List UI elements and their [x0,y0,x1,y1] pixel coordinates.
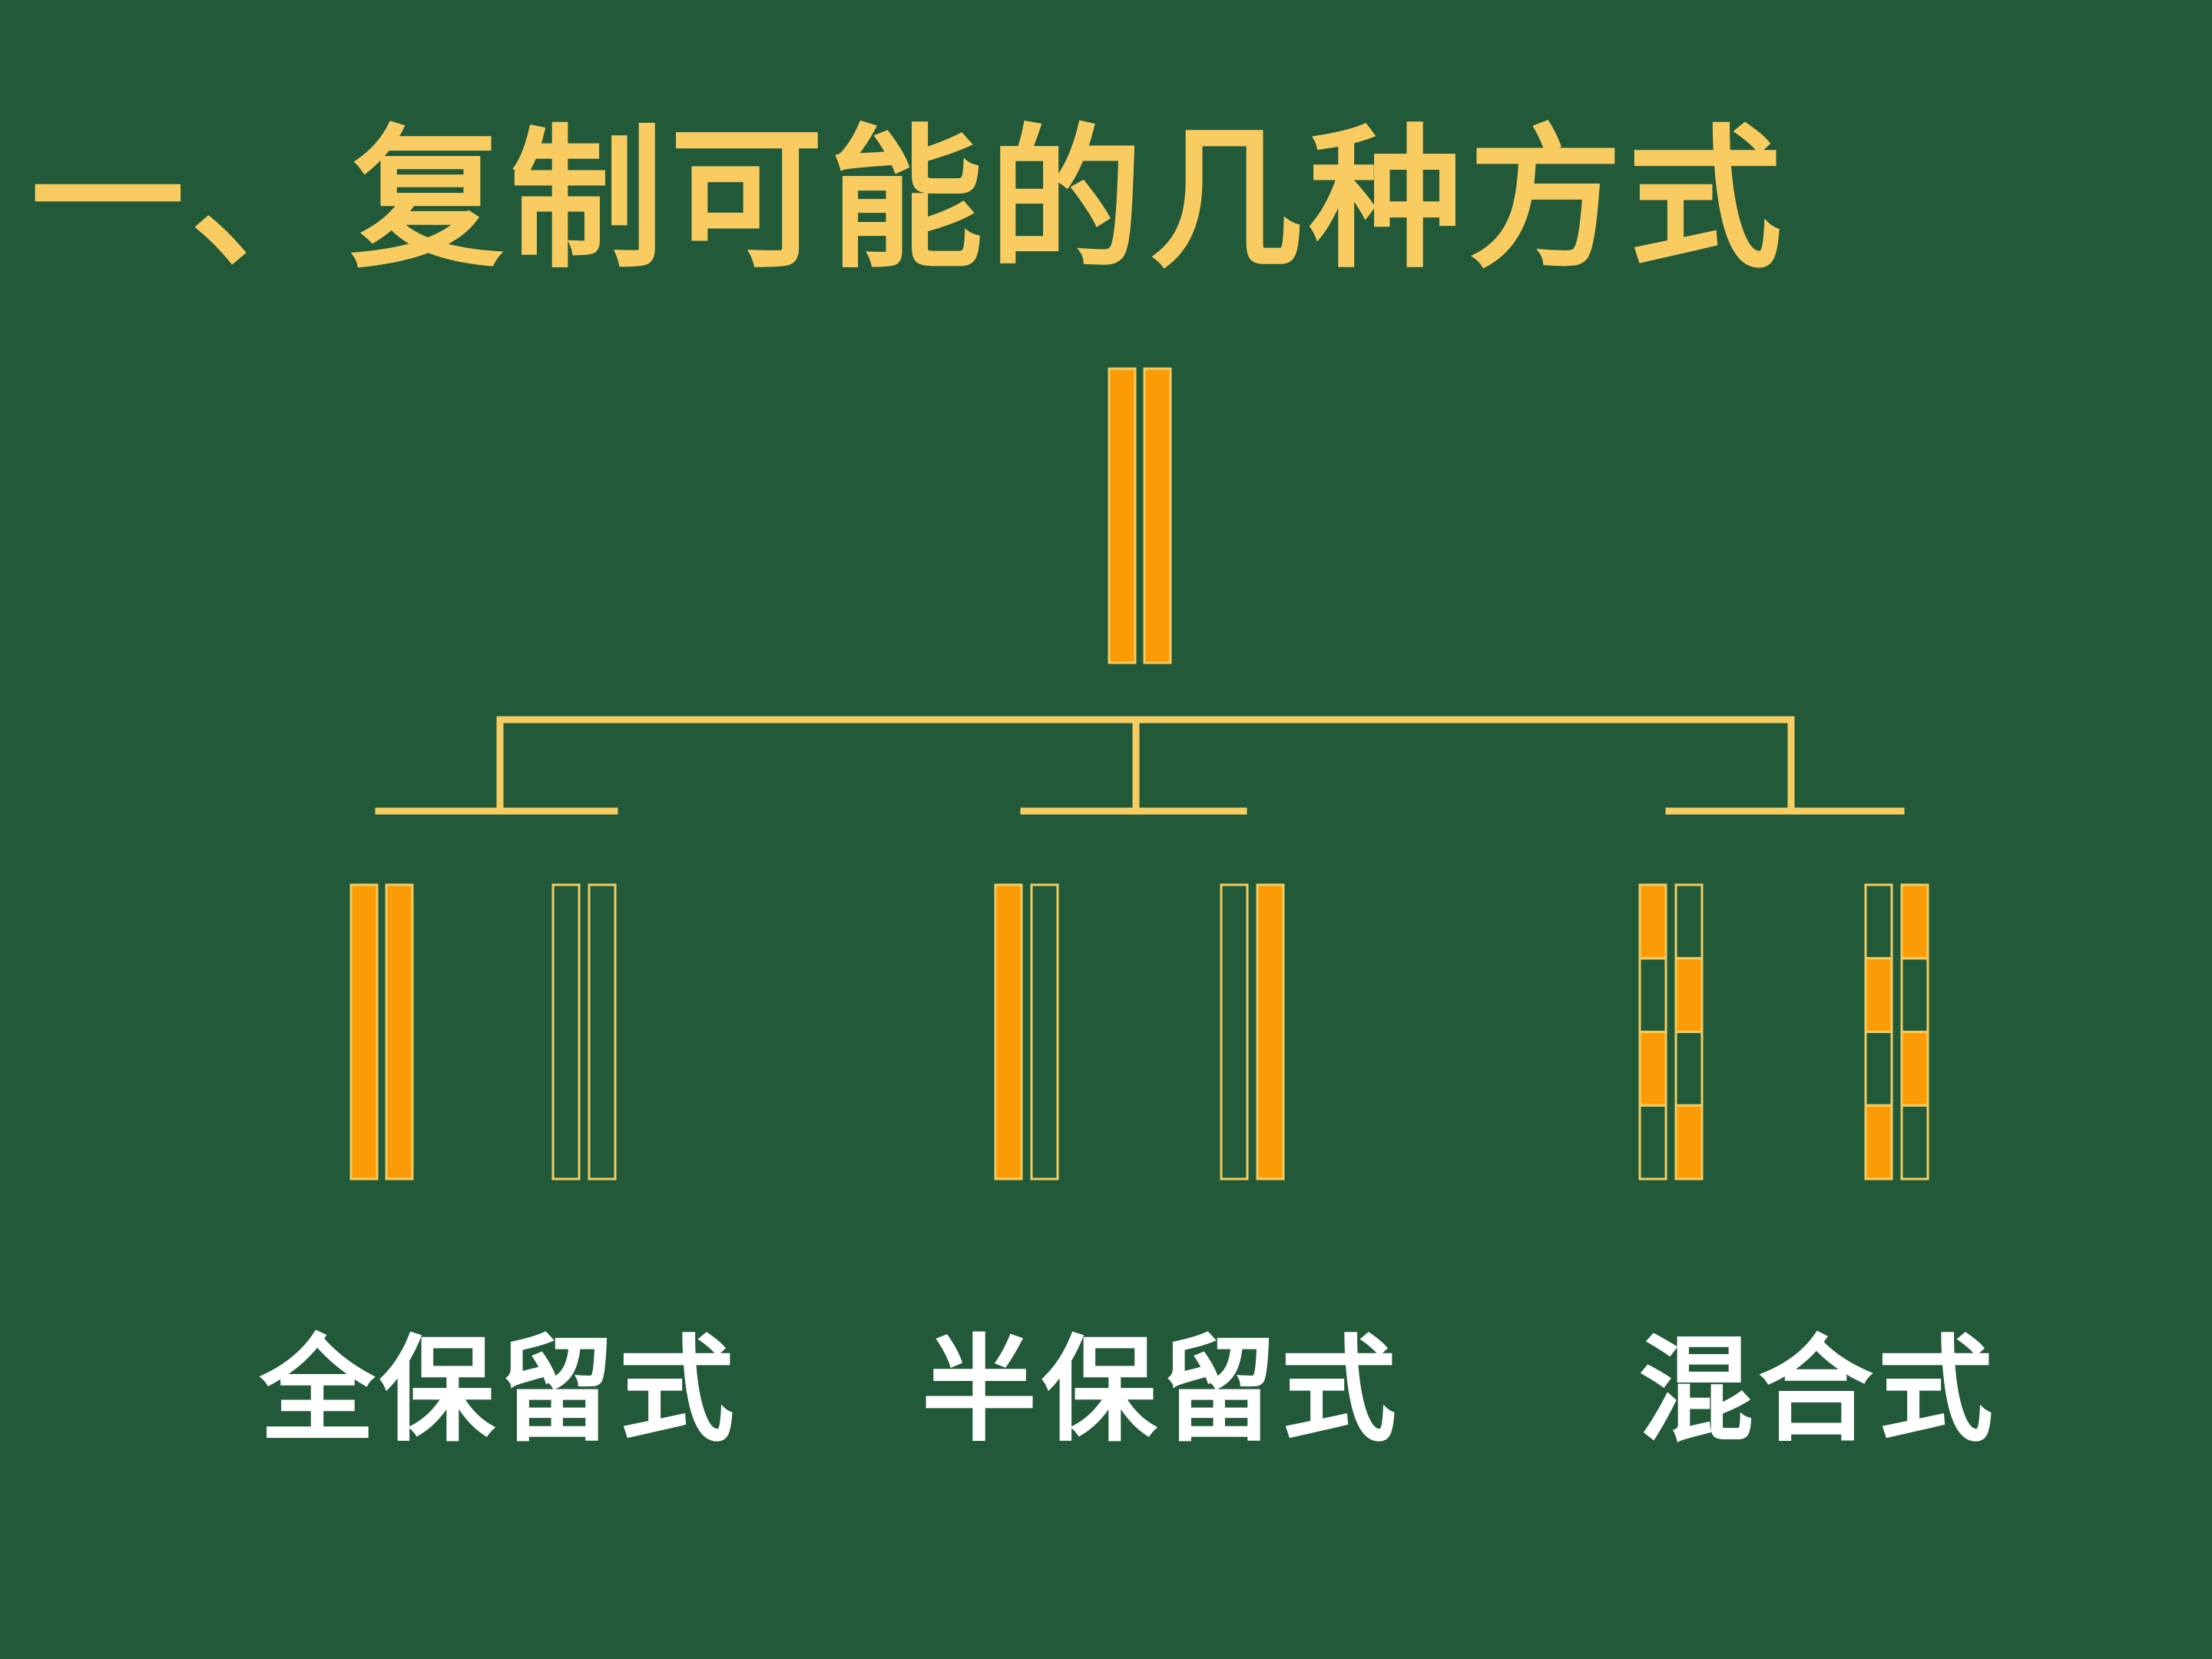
semiconservative-dna2-strand2 [1256,883,1285,1181]
label-conservative: 全保留式 [260,1323,740,1458]
parent-strand-1 [1108,367,1137,664]
dispersive-dna2-strand2 [1900,883,1929,1181]
branch-tree [375,716,1905,815]
conservative-dna2-strand1 [551,883,581,1181]
semiconservative-dna1-strand1 [994,883,1023,1181]
label-semiconservative: 半保留式 [922,1323,1402,1458]
dispersive-products [1638,883,1929,1181]
dispersive-dna1-strand1 [1638,883,1667,1181]
semiconservative-products [994,883,1285,1181]
dispersive-dna1-strand2 [1674,883,1704,1181]
conservative-dna1-strand1 [349,883,379,1181]
conservative-dna2-strand2 [588,883,617,1181]
slide-title: 一、复制可能的几种方式 [31,109,1789,290]
semiconservative-dna1-strand2 [1030,883,1059,1181]
dispersive-dna2-strand1 [1864,883,1893,1181]
parent-strand-2 [1143,367,1172,664]
conservative-dna1-strand2 [385,883,414,1181]
label-dispersive: 混合式 [1638,1323,1998,1458]
semiconservative-dna2-strand1 [1220,883,1249,1181]
conservative-products [349,883,617,1181]
parent-dna [1108,367,1172,664]
